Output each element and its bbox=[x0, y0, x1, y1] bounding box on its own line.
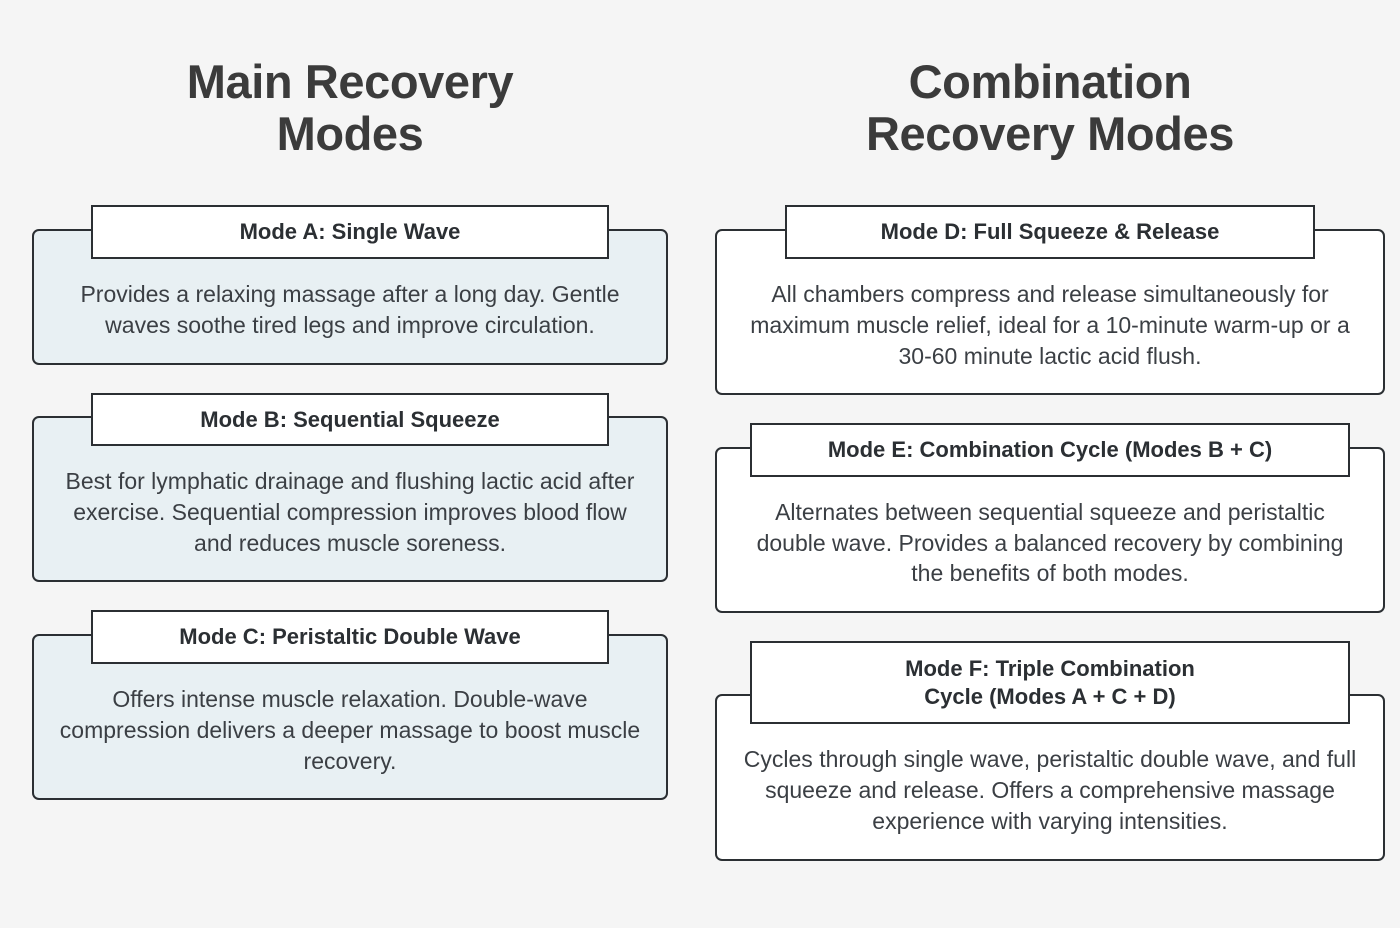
column-heading-main-recovery-modes: Main Recovery Modes bbox=[186, 55, 514, 160]
card-title-mode-f: Mode F: Triple Combination Cycle (Modes … bbox=[750, 641, 1350, 725]
card-title-mode-d: Mode D: Full Squeeze & Release bbox=[785, 205, 1315, 259]
card-title-mode-a: Mode A: Single Wave bbox=[91, 205, 609, 259]
column-combination-recovery-modes: Combination Recovery Modes Mode D: Full … bbox=[700, 0, 1400, 928]
card-mode-d[interactable]: Mode D: Full Squeeze & Release All chamb… bbox=[715, 205, 1385, 396]
card-title-mode-e: Mode E: Combination Cycle (Modes B + C) bbox=[750, 423, 1350, 477]
column-heading-combination-recovery-modes: Combination Recovery Modes bbox=[866, 55, 1234, 160]
card-mode-f[interactable]: Mode F: Triple Combination Cycle (Modes … bbox=[715, 641, 1385, 861]
card-list-combination-recovery-modes: Mode D: Full Squeeze & Release All chamb… bbox=[715, 205, 1385, 861]
card-title-mode-b: Mode B: Sequential Squeeze bbox=[91, 392, 609, 446]
card-mode-c[interactable]: Mode C: Peristaltic Double Wave Offers i… bbox=[32, 610, 668, 801]
card-mode-b[interactable]: Mode B: Sequential Squeeze Best for lymp… bbox=[32, 392, 668, 583]
card-title-mode-c: Mode C: Peristaltic Double Wave bbox=[91, 610, 609, 664]
card-mode-a[interactable]: Mode A: Single Wave Provides a relaxing … bbox=[32, 205, 668, 365]
card-list-main-recovery-modes: Mode A: Single Wave Provides a relaxing … bbox=[32, 205, 668, 801]
card-mode-e[interactable]: Mode E: Combination Cycle (Modes B + C) … bbox=[715, 423, 1385, 614]
column-main-recovery-modes: Main Recovery Modes Mode A: Single Wave … bbox=[32, 55, 668, 801]
